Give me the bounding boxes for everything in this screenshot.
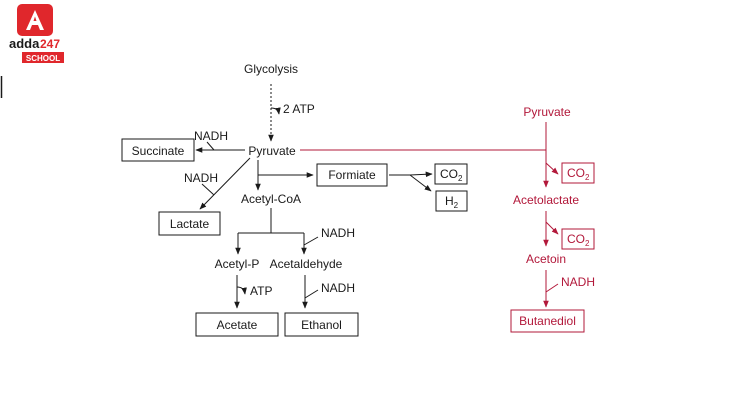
nadh-acetaldehyde-label: NADH	[321, 226, 355, 240]
ethanol-label: Ethanol	[301, 318, 342, 332]
co2-box	[434, 163, 468, 185]
acetyl-coa-label: Acetyl-CoA	[241, 192, 301, 206]
acetaldehyde-label: Acetaldehyde	[270, 257, 343, 271]
nadh-ethanol-label: NADH	[321, 281, 355, 295]
nadh-succinate-label: NADH	[194, 129, 228, 143]
h2-box	[435, 190, 468, 212]
red-co2-box-1	[561, 162, 595, 184]
ethanol-box	[284, 312, 359, 337]
succinate-label: Succinate	[132, 144, 185, 158]
glycolysis-label: Glycolysis	[244, 62, 298, 76]
logo-a-mark	[26, 10, 44, 30]
formiate-label: Formiate	[328, 168, 376, 182]
atp-gain-curve	[236, 286, 247, 295]
logo-school-text: SCHOOL	[26, 54, 60, 63]
atp2-label: 2 ATP	[283, 102, 315, 116]
nadh-lactate-tick	[201, 183, 215, 196]
succinate-box	[121, 138, 195, 162]
logo-wordmark: adda	[9, 36, 40, 51]
butanediol-box	[510, 309, 585, 333]
lactate-label: Lactate	[170, 217, 210, 231]
acetate-label: Acetate	[217, 318, 258, 332]
atp-release-curve	[270, 107, 281, 115]
formiate-box	[316, 163, 388, 187]
red-co2-release-1	[545, 162, 559, 175]
logo-school-bar	[22, 52, 64, 63]
co2-label: CO2	[440, 167, 463, 183]
red-co2-label-1: CO2	[567, 166, 590, 182]
nadh-acetaldehyde-tick	[303, 236, 319, 246]
formiate-to-co2-arrow	[409, 171, 433, 178]
pyruvate-label: Pyruvate	[248, 144, 296, 158]
atp-label: ATP	[250, 284, 272, 298]
nadh-succinate-tick	[206, 141, 215, 151]
red-co2-label-2: CO2	[567, 232, 590, 248]
red-co2-release-2	[545, 221, 559, 235]
acetyl-p-label: Acetyl-P	[215, 257, 260, 271]
red-pyruvate-label: Pyruvate	[523, 105, 571, 119]
adda247-school-logo: adda 247 SCHOOL	[9, 4, 64, 63]
red-co2-box-2	[561, 228, 595, 250]
butanediol-label: Butanediol	[519, 314, 576, 328]
acetoin-label: Acetoin	[526, 252, 566, 266]
pyruvate-to-lactate-arrow	[199, 157, 251, 210]
acetolactate-label: Acetolactate	[513, 193, 579, 207]
h2-label: H2	[445, 194, 459, 210]
nadh-lactate-label: NADH	[184, 171, 218, 185]
nadh-ethanol-tick	[304, 289, 319, 299]
logo-number: 247	[40, 37, 60, 51]
red-nadh-tick	[545, 283, 559, 293]
acetate-box	[195, 312, 279, 337]
lactate-box	[158, 211, 221, 236]
formiate-to-h2-arrow	[409, 174, 432, 192]
red-nadh-label: NADH	[561, 275, 595, 289]
logo-badge	[17, 4, 53, 36]
